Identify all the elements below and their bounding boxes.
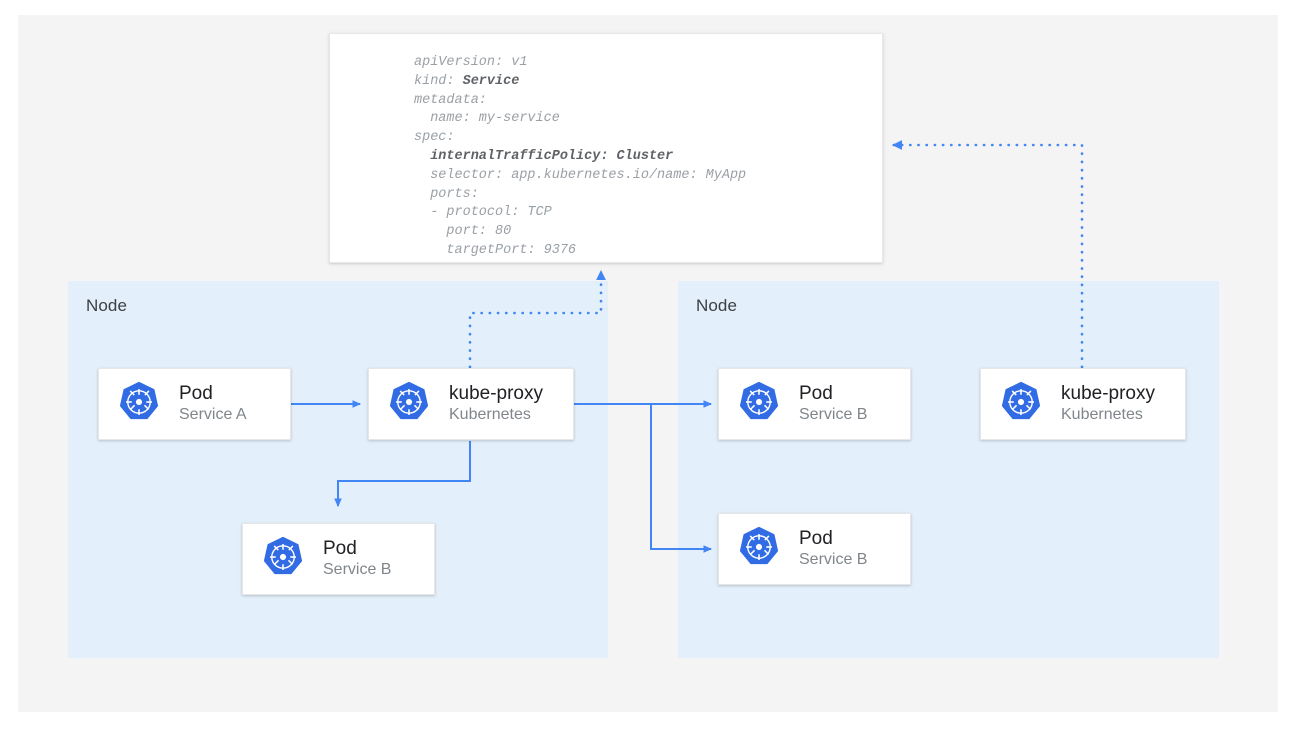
yaml-line: name: my-service	[414, 111, 560, 127]
kubernetes-logo-icon	[737, 525, 781, 574]
kubernetes-logo-icon	[117, 380, 161, 429]
card-text: Pod Service B	[799, 528, 867, 569]
service-yaml-panel: apiVersion: v1 kind: Service metadata: nam…	[329, 33, 883, 263]
node-label-left: Node	[86, 296, 128, 315]
yaml-line: kind: Service	[414, 73, 520, 89]
card-subtitle: Kubernetes	[449, 405, 531, 423]
card-subtitle: Service B	[323, 560, 392, 578]
yaml-line: apiVersion: v1	[414, 55, 528, 70]
card-subtitle: Service B	[799, 405, 868, 423]
card-pod-service-b-remote-bottom[interactable]: Pod Service B	[718, 513, 911, 585]
kubernetes-logo-icon	[737, 380, 781, 429]
yaml-line: metadata:	[414, 92, 487, 108]
card-text: Pod Service A	[179, 383, 247, 424]
node-panel-right	[678, 281, 1219, 658]
service-yaml-text: apiVersion: v1 kind: Service metadata: nam…	[414, 54, 746, 261]
card-text: Pod Service B	[799, 383, 867, 424]
card-pod-service-a[interactable]: Pod Service A	[98, 368, 291, 440]
yaml-line: - protocol: TCP	[414, 205, 552, 221]
yaml-line: targetPort: 9376	[414, 242, 577, 258]
card-title: Pod	[799, 528, 833, 550]
card-subtitle: Service A	[179, 405, 247, 423]
card-title: kube-proxy	[449, 383, 543, 405]
kubernetes-logo-icon	[261, 535, 305, 584]
node-panel-left	[68, 281, 608, 658]
kubernetes-logo-icon	[387, 380, 431, 429]
node-label-right: Node	[696, 296, 738, 315]
card-text: Pod Service B	[323, 538, 391, 579]
yaml-line: selector: app.kubernetes.io/name: MyApp	[414, 167, 747, 183]
card-text: kube-proxy Kubernetes	[1061, 383, 1155, 424]
card-title: Pod	[179, 383, 213, 405]
card-subtitle: Service B	[799, 550, 868, 568]
card-kube-proxy-left[interactable]: kube-proxy Kubernetes	[368, 368, 574, 440]
card-subtitle: Kubernetes	[1061, 405, 1143, 423]
yaml-line: spec:	[414, 130, 455, 146]
card-title: Pod	[799, 383, 833, 405]
card-title: Pod	[323, 538, 357, 560]
yaml-line: port: 80	[414, 224, 512, 240]
card-text: kube-proxy Kubernetes	[449, 383, 543, 424]
card-pod-service-b-remote-top[interactable]: Pod Service B	[718, 368, 911, 440]
yaml-line: internalTrafficPolicy: Cluster	[430, 148, 674, 164]
yaml-line: ports:	[414, 186, 479, 202]
card-kube-proxy-right[interactable]: kube-proxy Kubernetes	[980, 368, 1186, 440]
kubernetes-logo-icon	[999, 380, 1043, 429]
card-title: kube-proxy	[1061, 383, 1155, 405]
card-pod-service-b-local[interactable]: Pod Service B	[242, 523, 435, 595]
